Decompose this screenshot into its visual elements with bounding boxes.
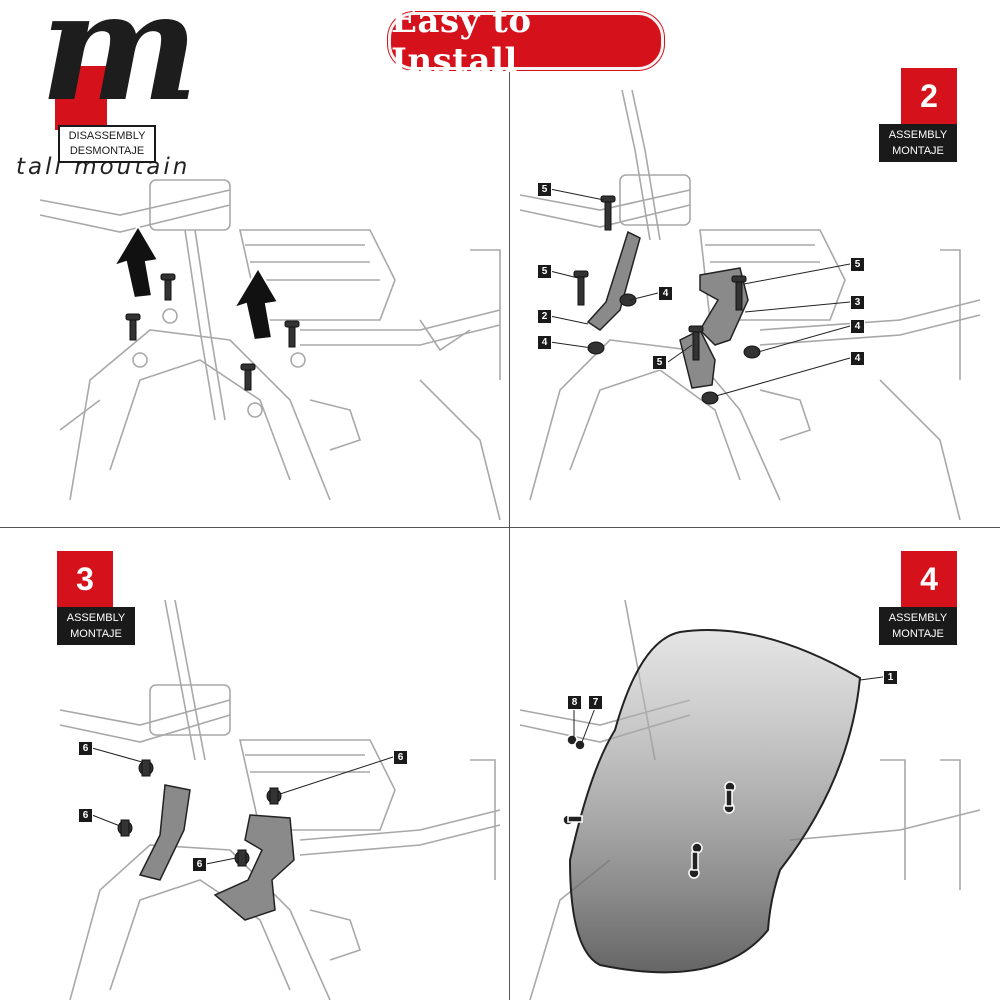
panel-3-leader-lines <box>91 747 394 865</box>
callout-marker: 1 <box>883 670 898 685</box>
page-title: Easy to Install <box>388 1 664 81</box>
callout-marker: 6 <box>78 808 93 823</box>
step-3-label-line2: MONTAJE <box>70 628 122 640</box>
step-4-label: ASSEMBLY MONTAJE <box>879 607 957 645</box>
panel-3-brackets <box>138 784 295 921</box>
step-1-label-line1: DISASSEMBLY <box>68 130 146 142</box>
panel-1-motorcycle-drawing <box>39 179 501 521</box>
panel-2-leader-lines <box>549 188 851 397</box>
step-1-label-line2: DESMONTAJE <box>69 145 145 157</box>
step-2-label-line2: MONTAJE <box>892 145 944 157</box>
callout-marker: 2 <box>537 309 552 324</box>
callout-marker: 6 <box>78 741 93 756</box>
panel-3-nuts <box>117 759 282 867</box>
step-4-number: 4 <box>901 551 957 607</box>
tm-logo-icon <box>55 66 107 130</box>
panel-3-motorcycle-drawing <box>59 599 501 1000</box>
panel-4-hardware <box>562 734 736 879</box>
panel-4-leader-lines <box>573 676 884 743</box>
callout-marker: 6 <box>393 750 408 765</box>
callout-marker: 5 <box>652 355 667 370</box>
callout-marker: 4 <box>658 286 673 301</box>
callout-marker: 8 <box>567 695 582 710</box>
callout-marker: 6 <box>192 857 207 872</box>
callout-marker: 4 <box>850 351 865 366</box>
callout-marker: 5 <box>850 257 865 272</box>
windscreen-shape <box>568 629 862 974</box>
logo-monogram: m <box>40 0 199 135</box>
step-3-label-line1: ASSEMBLY <box>66 612 126 624</box>
vertical-divider <box>509 70 510 1000</box>
step-4-label-line2: MONTAJE <box>892 628 944 640</box>
panel-1-up-arrows <box>111 224 280 342</box>
callout-marker: 3 <box>850 295 865 310</box>
step-1-label: DISASSEMBLY DESMONTAJE <box>58 125 156 163</box>
callout-marker: 4 <box>537 335 552 350</box>
panel-2-bolts <box>573 195 761 405</box>
step-3-number: 3 <box>57 551 113 607</box>
callout-marker: 7 <box>588 695 603 710</box>
step-2-label: ASSEMBLY MONTAJE <box>879 124 957 162</box>
step-4-label-line1: ASSEMBLY <box>888 612 948 624</box>
panel-2-brackets <box>586 230 749 389</box>
step-2-label-line1: ASSEMBLY <box>888 129 948 141</box>
horizontal-divider <box>0 527 1000 528</box>
callout-marker: 5 <box>537 264 552 279</box>
panel-2-motorcycle-drawing <box>519 89 981 521</box>
step-3-label: ASSEMBLY MONTAJE <box>57 607 135 645</box>
step-2-number: 2 <box>901 68 957 124</box>
panel-1-bolts <box>125 273 300 391</box>
callout-marker: 4 <box>850 319 865 334</box>
callout-marker: 5 <box>537 182 552 197</box>
